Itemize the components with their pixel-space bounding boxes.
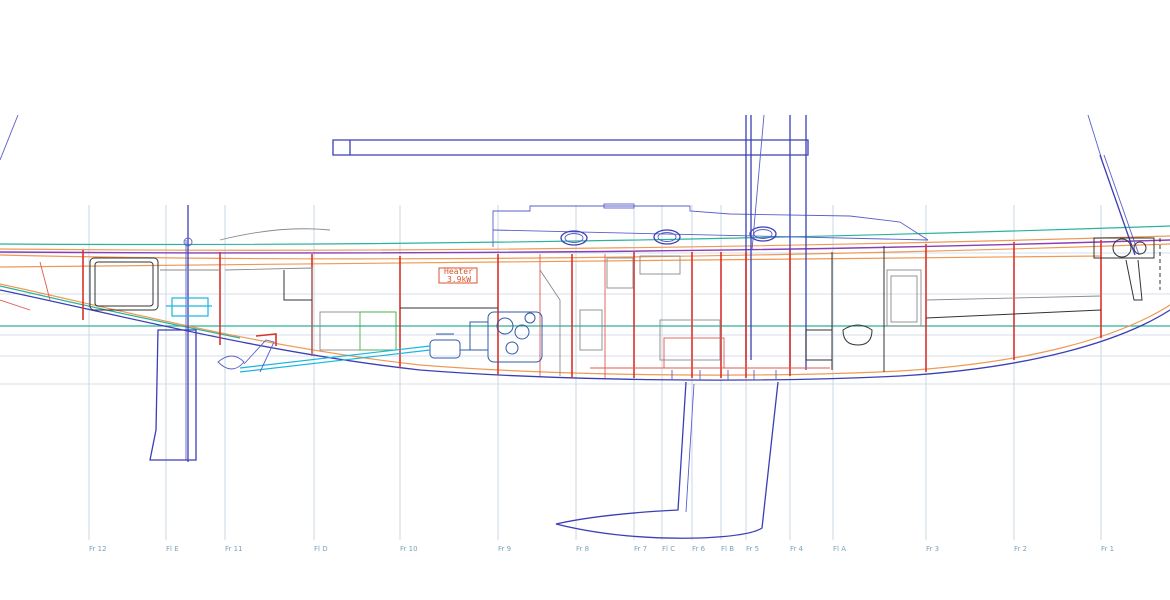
frame-label-fr1: Fr 1 bbox=[1101, 545, 1114, 553]
frame-label-flD: Fl D bbox=[314, 545, 328, 553]
frame-label-fr8: Fr 8 bbox=[576, 545, 589, 553]
floor-structure bbox=[590, 337, 830, 380]
prop-shaft bbox=[217, 333, 431, 373]
portlight bbox=[749, 226, 777, 242]
frame-label-fr7: Fr 7 bbox=[634, 545, 647, 553]
heater-power: 3.9kW bbox=[447, 275, 471, 284]
frame-label-fr11: Fr 11 bbox=[225, 545, 243, 553]
engine bbox=[429, 311, 543, 363]
frame-label-fr3: Fr 3 bbox=[926, 545, 939, 553]
rudder bbox=[149, 205, 331, 462]
hull bbox=[0, 261, 1170, 381]
frame-label-fr5: Fr 5 bbox=[746, 545, 759, 553]
bulkheads bbox=[82, 240, 1102, 378]
frame-label-flA: Fl A bbox=[833, 545, 846, 553]
frame-label-flC: Fl C bbox=[662, 545, 675, 553]
frame-label-fr2: Fr 2 bbox=[1014, 545, 1027, 553]
portlight bbox=[560, 230, 588, 246]
keel bbox=[555, 381, 779, 539]
heater-label: Heater bbox=[444, 267, 473, 276]
frame-label-fr6: Fr 6 bbox=[692, 545, 706, 553]
keel-bulb bbox=[555, 381, 779, 539]
boom bbox=[332, 139, 809, 156]
bow-fitting bbox=[1093, 154, 1161, 301]
horizontal-grid bbox=[0, 252, 1170, 385]
frame-label-fr4: Fr 4 bbox=[790, 545, 804, 553]
frame-label-fr10: Fr 10 bbox=[400, 545, 418, 553]
frame-label-fr9: Fr 9 bbox=[498, 545, 511, 553]
deck-lines bbox=[0, 235, 1170, 268]
coachroof bbox=[492, 203, 929, 247]
frame-labels: Fr 12 Fl E Fr 11 Fl D Fr 10 Fr 9 Fr 8 Fr… bbox=[89, 545, 1114, 553]
frame-label-fr12: Fr 12 bbox=[89, 545, 107, 553]
waterlines bbox=[0, 225, 1170, 339]
portlight bbox=[653, 229, 681, 245]
frame-label-flB: Fl B bbox=[721, 545, 734, 553]
interior-joinery bbox=[89, 246, 1102, 376]
heater: Heater 3.9kW bbox=[438, 267, 478, 284]
frame-label-flE: Fl E bbox=[166, 545, 179, 553]
